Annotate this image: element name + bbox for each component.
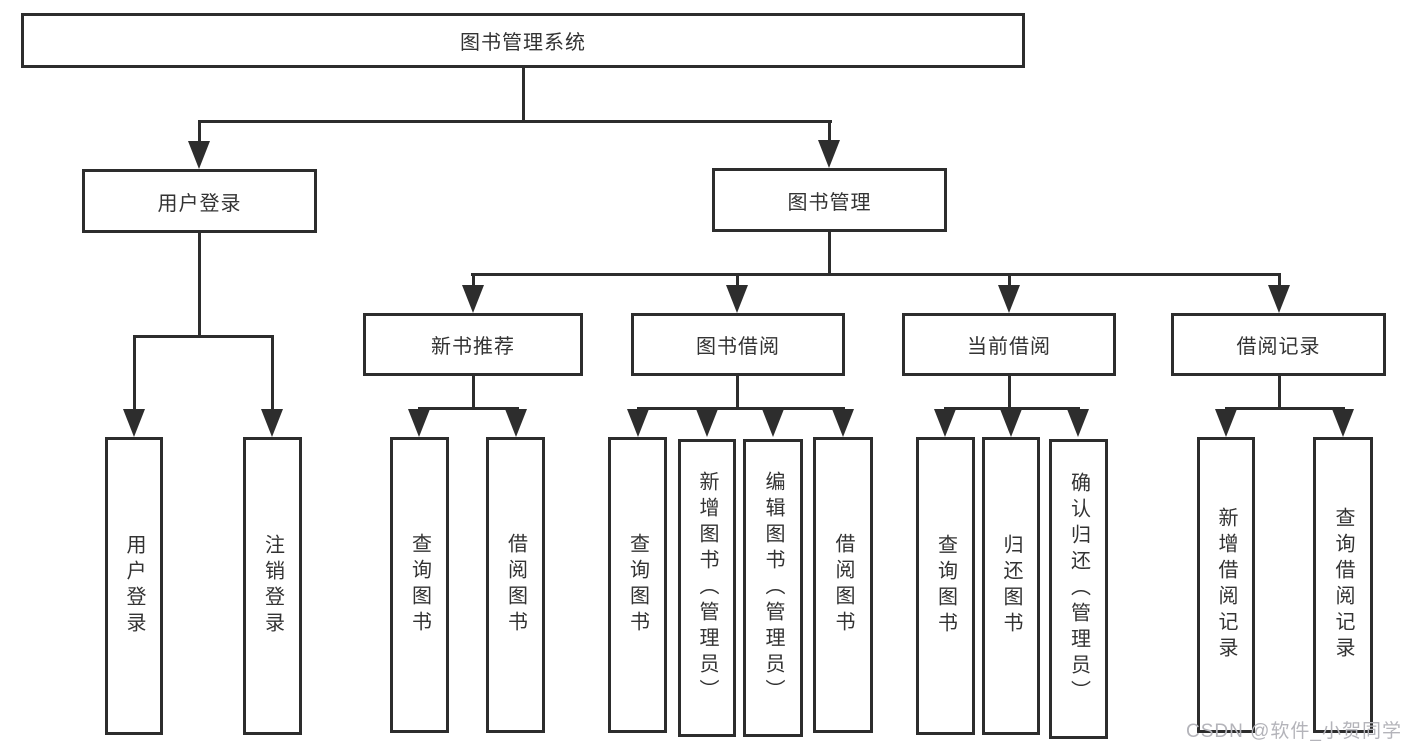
node-label: 用户登录 (157, 192, 242, 215)
arrowhead-icon (261, 409, 283, 437)
arrowhead-icon (123, 409, 145, 437)
node-system: 图书管理系统 (21, 13, 1025, 68)
arrowhead-icon (832, 409, 854, 437)
connector-line (736, 376, 739, 410)
connector-line (198, 120, 832, 123)
leaf-recommend-borrow-books: 借阅图书 (486, 437, 545, 733)
arrowhead-icon (462, 285, 484, 313)
connector-line (133, 335, 136, 412)
connector-line (198, 233, 201, 335)
leaf-borrowing-add-books-admin: 新增图书（管理员） (678, 439, 736, 737)
arrowhead-icon (627, 409, 649, 437)
leaf-current-return-books: 归还图书 (982, 437, 1040, 735)
node-borrowing-records: 借阅记录 (1171, 313, 1386, 376)
leaf-borrowing-query-books: 查询图书 (608, 437, 667, 733)
node-label: 新增借阅记录 (1215, 507, 1237, 663)
connector-line (133, 335, 274, 338)
leaf-records-add-record: 新增借阅记录 (1197, 437, 1255, 733)
connector-line (1278, 273, 1281, 288)
connector-line (1008, 273, 1011, 288)
arrowhead-icon (696, 409, 718, 437)
node-label: 新增图书（管理员） (696, 471, 718, 705)
arrowhead-icon (1067, 409, 1089, 437)
leaf-records-query-record: 查询借阅记录 (1313, 437, 1373, 733)
node-label: 查询图书 (408, 533, 431, 637)
arrowhead-icon (505, 409, 527, 437)
connector-line (522, 66, 525, 123)
arrowhead-icon (726, 285, 748, 313)
node-label: 借阅记录 (1236, 336, 1321, 358)
connector-line (271, 335, 274, 412)
node-label: 图书管理系统 (460, 32, 586, 54)
connector-line (828, 232, 831, 276)
connector-line (1225, 407, 1345, 410)
node-user-login: 用户登录 (82, 169, 317, 233)
arrowhead-icon (1215, 409, 1237, 437)
node-label: 图书管理 (787, 191, 872, 214)
node-label: 查询图书 (626, 533, 649, 637)
node-label: 用户登录 (123, 534, 145, 638)
node-label: 注销登录 (261, 534, 284, 638)
leaf-borrowing-edit-books-admin: 编辑图书（管理员） (743, 439, 803, 737)
connector-line (418, 407, 519, 410)
connector-line (736, 273, 739, 288)
leaf-current-query-books: 查询图书 (916, 437, 975, 735)
node-label: 新书推荐 (431, 336, 515, 358)
leaf-user-login: 用户登录 (105, 437, 163, 735)
node-book-management: 图书管理 (712, 168, 947, 232)
leaf-current-confirm-return-admin: 确认归还（管理员） (1049, 439, 1108, 739)
connector-line (637, 407, 845, 410)
arrowhead-icon (1000, 409, 1022, 437)
connector-line (472, 376, 475, 410)
arrowhead-icon (762, 409, 784, 437)
arrowhead-icon (998, 285, 1020, 313)
connector-line (472, 273, 475, 288)
node-label: 借阅图书 (832, 533, 854, 637)
node-label: 确认归还（管理员） (1067, 472, 1090, 706)
leaf-logout: 注销登录 (243, 437, 302, 735)
arrowhead-icon (1332, 409, 1354, 437)
arrowhead-icon (818, 140, 840, 168)
csdn-watermark: CSDN @软件_小贺同学 (1186, 721, 1402, 742)
node-label: 查询图书 (934, 534, 957, 638)
node-label: 编辑图书（管理员） (762, 471, 784, 705)
connector-line (828, 120, 831, 143)
connector-line (198, 120, 201, 145)
node-label: 查询借阅记录 (1332, 507, 1354, 663)
node-label: 借阅图书 (504, 533, 527, 637)
arrowhead-icon (934, 409, 956, 437)
node-current-borrowing: 当前借阅 (902, 313, 1116, 376)
node-book-borrowing: 图书借阅 (631, 313, 845, 376)
connector-line (471, 273, 1281, 276)
arrowhead-icon (408, 409, 430, 437)
node-label: 归还图书 (1000, 534, 1022, 638)
node-label: 当前借阅 (967, 336, 1051, 358)
connector-line (1278, 376, 1281, 410)
leaf-borrowing-borrow-books: 借阅图书 (813, 437, 873, 733)
connector-line (944, 407, 1080, 410)
node-label: 图书借阅 (696, 336, 780, 358)
arrowhead-icon (188, 141, 210, 169)
node-new-book-recommend: 新书推荐 (363, 313, 583, 376)
arrowhead-icon (1268, 285, 1290, 313)
leaf-recommend-query-books: 查询图书 (390, 437, 449, 733)
connector-line (1008, 376, 1011, 410)
